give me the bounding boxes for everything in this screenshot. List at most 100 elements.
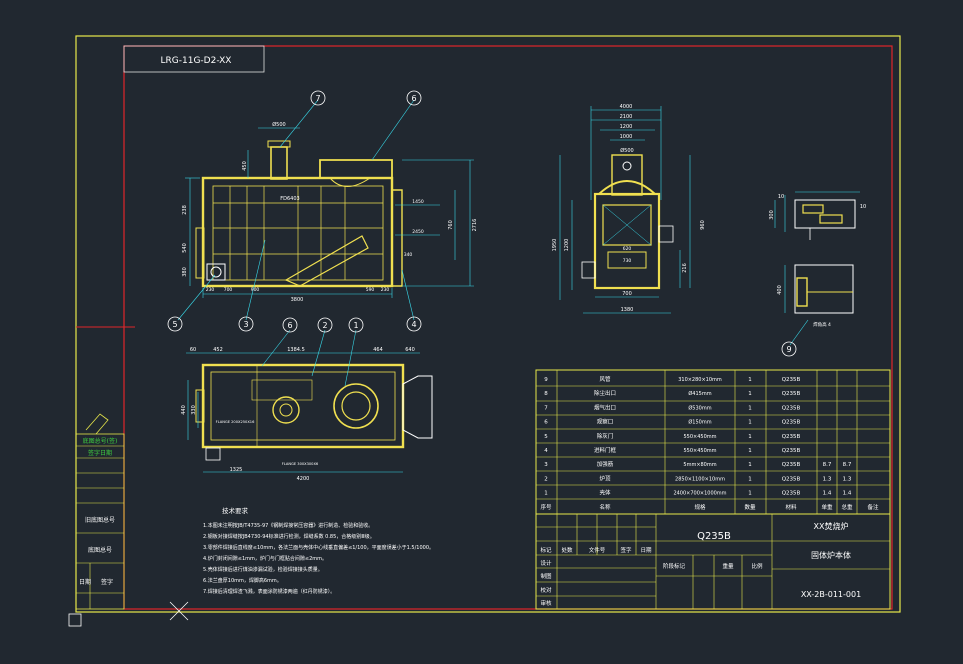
bom-header-cell: 备注 xyxy=(867,503,879,511)
bom-cell: 1 xyxy=(748,434,752,440)
side-dim-h4: 216 xyxy=(682,263,688,273)
front-balloon-3: 3 xyxy=(238,316,254,332)
top-dim-lines xyxy=(186,329,420,473)
side-ash-door xyxy=(607,251,647,269)
notes-line-1: 1.本图未注明按JB/T4735-97《钢制焊接常压容器》进行制造、检验和验收。 xyxy=(203,522,373,529)
top-feed-leg xyxy=(205,447,221,461)
notes-title: 技术要求 xyxy=(222,506,249,515)
title-grid xyxy=(536,514,890,609)
svg-text:5: 5 xyxy=(172,320,177,329)
bom-cell: 1 xyxy=(748,391,752,397)
origin-cross-2 xyxy=(169,601,189,621)
bom-cell: 烟气出口 xyxy=(594,403,616,411)
bom-cell: 1 xyxy=(748,476,752,482)
side-door xyxy=(602,204,652,246)
front-dim-r2: 2450 xyxy=(412,229,424,235)
top-dim-t4: 464 xyxy=(373,347,383,353)
front-dim-h-right2: 760 xyxy=(448,220,454,230)
side-dim-w1: 4000 xyxy=(620,104,633,110)
left-strip-sign: 签字 xyxy=(101,578,113,586)
bom-header-cell: 名称 xyxy=(599,503,611,511)
front-ash-door xyxy=(206,263,226,281)
top-label-flange2: FLANGE 300X300X6 xyxy=(282,462,319,466)
bom-header-cell: 序号 xyxy=(540,503,552,511)
front-right-step xyxy=(392,189,403,287)
bom-cell: 5 xyxy=(544,434,548,440)
bom-cell: 进料门框 xyxy=(594,446,617,454)
side-dim-h1: 1950 xyxy=(552,239,558,252)
top-balloon-1: 1 xyxy=(348,317,364,333)
bom-cell: 2850×1100×10mm xyxy=(675,476,725,482)
left-strip-scribble xyxy=(85,413,109,435)
bom-cell: 观察口 xyxy=(597,418,614,426)
notes-line-2: 2.钢板对接焊缝按JB4730-94标准进行检测，焊缝系数 0.85，合格级别Ⅲ… xyxy=(203,533,375,540)
bom-cell: 7 xyxy=(544,405,548,411)
front-arch xyxy=(329,177,371,187)
side-top-hole xyxy=(622,161,632,171)
bom-cell: Q235B xyxy=(782,405,801,411)
front-dim-h-left3: 238 xyxy=(182,205,188,215)
technical-notes: 技术要求 1.本图未注明按JB/T4735-97《钢制焊接常压容器》进行制造、检… xyxy=(203,506,434,595)
top-inner-rect xyxy=(251,379,313,401)
front-dim-r1: 1450 xyxy=(412,199,424,205)
top-shell-inner xyxy=(210,371,396,441)
left-strip-date: 日期 xyxy=(79,578,91,586)
bom-cell: 9 xyxy=(544,377,548,383)
detail-note: 焊角高 4 xyxy=(813,321,831,328)
title-frame xyxy=(535,513,891,610)
front-dim-lines xyxy=(177,99,474,321)
side-dim-h3: 960 xyxy=(700,220,706,230)
svg-text:9: 9 xyxy=(786,345,791,354)
detail-views: 300 10 10 400 焊角高 4 9 xyxy=(769,191,866,357)
front-balloon-7: 7 xyxy=(310,90,326,106)
detail-b-dims xyxy=(784,265,809,346)
origin-box xyxy=(68,613,82,627)
front-left-flange xyxy=(195,227,205,279)
front-dim-b3: 900 xyxy=(251,287,260,293)
title-label-file: 文件号 xyxy=(589,546,606,554)
bom-cell: 1.3 xyxy=(823,476,832,482)
bom-cell: 6 xyxy=(544,420,548,426)
front-ash-hole xyxy=(210,266,222,278)
bom-grid xyxy=(536,370,890,514)
bom-cell: Ø150mm xyxy=(688,419,711,426)
title-label-stage: 阶段标记 xyxy=(663,562,686,570)
front-chimney-flange xyxy=(267,140,291,148)
top-chimney-inner xyxy=(279,403,293,417)
bom-cell: 加强筋 xyxy=(597,460,614,468)
bom-cell: 1 xyxy=(748,377,752,383)
title-label-sign: 签字 xyxy=(620,546,632,554)
detail-a-flange xyxy=(802,204,824,214)
top-dim-t2: 452 xyxy=(213,347,223,353)
front-shell xyxy=(201,176,394,288)
bom-cell: 除尘出口 xyxy=(594,389,616,397)
bom-cell: 1 xyxy=(748,420,752,426)
top-outlet-inner xyxy=(341,391,371,421)
bom-cell: 8.7 xyxy=(843,462,852,468)
bom-cell: 8 xyxy=(544,391,548,397)
bom-cell: Q235B xyxy=(782,377,801,383)
bom-cell: 1 xyxy=(748,491,752,497)
bom-cell: 550×450mm xyxy=(683,448,716,454)
front-dim-h-right: 2716 xyxy=(472,219,478,232)
notes-line-6: 6.法兰盘厚10mm，焊脚高6mm。 xyxy=(203,577,282,584)
notes-line-5: 5.壳体焊接后进行煤油渗漏试验，检验焊接接头质量。 xyxy=(203,566,323,573)
bom-cell: 5mm×80mm xyxy=(683,462,716,468)
bom-cell: 550×450mm xyxy=(683,434,716,440)
drawing-code: LRG-11G-D2-XX xyxy=(161,56,232,66)
svg-text:6: 6 xyxy=(411,94,416,103)
front-dim-b4: 590 xyxy=(366,287,375,293)
bom-cell: 除灰门 xyxy=(597,432,614,440)
title-label-design: 设计 xyxy=(540,559,552,567)
front-balloon-5: 5 xyxy=(167,316,183,332)
bom-cell: Q235B xyxy=(782,448,801,454)
front-dim-bottom-total: 3800 xyxy=(291,297,304,303)
bom-header-cell: 材料 xyxy=(785,503,797,511)
bom-cell: 1 xyxy=(748,462,752,468)
left-strip-frame xyxy=(75,433,125,610)
bom-cell: 4 xyxy=(544,448,548,454)
bom-cell: 炉顶 xyxy=(599,474,611,482)
bom-cell: 1 xyxy=(544,491,548,497)
